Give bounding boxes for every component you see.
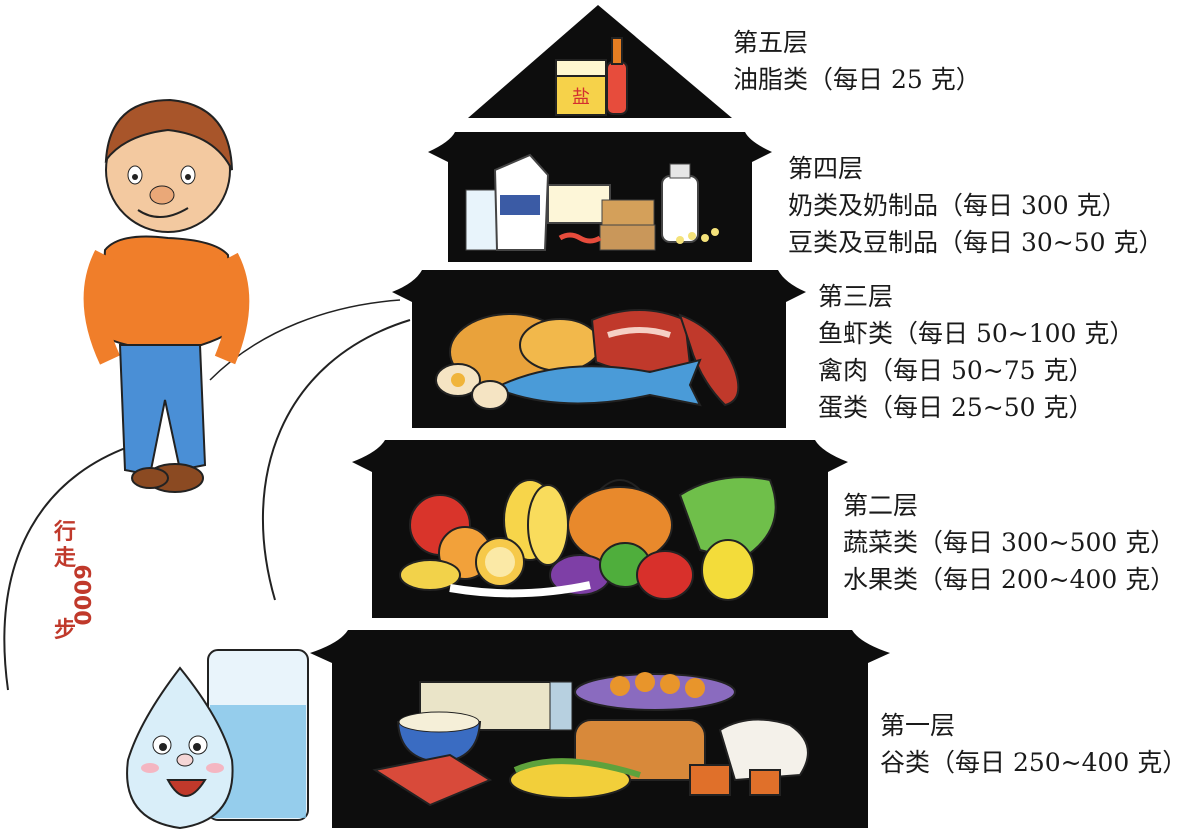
- walk-char-2: 走: [53, 546, 76, 571]
- tier-2-shape: [352, 440, 848, 618]
- walking-path-mid: [209, 299, 401, 381]
- tier-2-line-2: 水果类（每日 200~400 克）: [843, 565, 1176, 594]
- walk-char-3: 步: [53, 618, 76, 643]
- tier-5-title: 第五层: [733, 28, 809, 57]
- tier-3-title: 第三层: [818, 282, 894, 311]
- tier-1-line-1: 谷类（每日 250~400 克）: [880, 748, 1188, 777]
- tier-2-line-1: 蔬菜类（每日 300~500 克）: [843, 528, 1176, 557]
- tier-3-label: 第三层 鱼虾类（每日 50~100 克） 禽肉（每日 50~75 克） 蛋类（每…: [818, 278, 1134, 426]
- walking-boy-character: [83, 98, 250, 493]
- walking-path-left: [3, 439, 151, 691]
- tier-4-line-2: 豆类及豆制品（每日 30~50 克）: [788, 228, 1164, 257]
- walk-char-1: 行: [53, 520, 76, 545]
- tier-5-label: 第五层 油脂类（每日 25 克）: [733, 24, 981, 98]
- tier-3-shape: [392, 270, 806, 428]
- tier-4-title: 第四层: [788, 154, 864, 183]
- tier-4-line-1: 奶类及奶制品（每日 300 克）: [788, 191, 1127, 220]
- walking-path-right: [262, 319, 411, 601]
- tier-4-shape: [428, 132, 772, 262]
- tier-4-label: 第四层 奶类及奶制品（每日 300 克） 豆类及豆制品（每日 30~50 克）: [788, 150, 1163, 261]
- tier-3-line-3: 蛋类（每日 25~50 克）: [818, 393, 1094, 422]
- tier-3-line-1: 鱼虾类（每日 50~100 克）: [818, 319, 1135, 348]
- tier-2-label: 第二层 蔬菜类（每日 300~500 克） 水果类（每日 200~400 克）: [843, 487, 1175, 598]
- tier-1-label: 第一层 谷类（每日 250~400 克）: [880, 707, 1187, 781]
- salt-label: 盐: [572, 87, 590, 108]
- tier-5-line-1: 油脂类（每日 25 克）: [733, 65, 981, 94]
- tier-2-title: 第二层: [843, 491, 919, 520]
- pyramid: 盐: [310, 5, 890, 828]
- tier-3-line-2: 禽肉（每日 50~75 克）: [818, 356, 1094, 385]
- tier-1-title: 第一层: [880, 711, 956, 740]
- tier-5-shape: 盐: [468, 5, 732, 118]
- walk-6000-steps-label: 行 走 6000 步: [50, 520, 94, 644]
- tier-1-shape: [310, 630, 890, 828]
- walk-number: 6000: [68, 564, 94, 626]
- water-mascot: [126, 649, 309, 830]
